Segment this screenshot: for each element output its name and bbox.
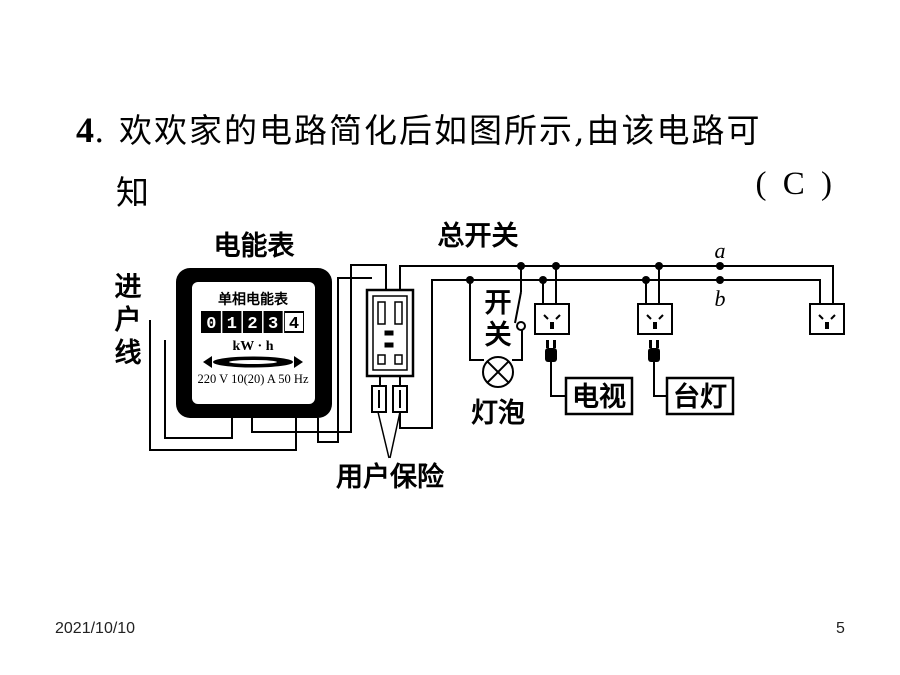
point-a-label: a: [715, 238, 726, 263]
meter-digit-dividers: [220, 311, 285, 333]
main-switch-slot-bottom: [384, 342, 394, 348]
incoming-line-label-3: 线: [115, 338, 142, 369]
meter-last-digit-box: [285, 313, 303, 331]
page-number: 5: [836, 620, 845, 637]
lamp-label: 台灯: [673, 381, 727, 413]
main-switch-label: 总开关: [438, 221, 519, 252]
main-switch-toggle-left: [377, 301, 386, 325]
meter-out-wire-1: [251, 264, 387, 433]
junction-dot: [552, 262, 560, 270]
bulb-icon: [482, 356, 514, 388]
meter-title: 电能表: [214, 230, 295, 262]
question-text: . 欢欢家的电路简化后如图所示,由该电路可: [94, 111, 762, 150]
incoming-line-label-1: 进: [115, 272, 142, 303]
question: 4. 欢欢家的电路简化后如图所示,由该电路可 知 ( C ): [76, 104, 856, 212]
bulb-branch-left: [469, 280, 484, 361]
meter-unit-label: kW · h: [233, 339, 274, 354]
point-a-dot: [716, 262, 724, 270]
meter-digit: 0: [206, 315, 216, 334]
tv-label: 电视: [572, 382, 626, 413]
question-line-2: 知 ( C ): [116, 166, 836, 214]
meter-digit: 3: [268, 315, 278, 334]
junction-dot: [539, 276, 547, 284]
tv-box: [564, 376, 634, 416]
meter-rating-label: 220 V 10(20) A 50 Hz: [198, 372, 309, 386]
energy-meter: 单相电能表 0 1 2 3 4 kW · h 220 V 10(20) A 50…: [176, 268, 332, 418]
tv-plug-icon: [545, 340, 557, 362]
socket-1-body: [534, 303, 570, 335]
footer-date: 2021/10/10: [55, 620, 136, 637]
point-b-label: b: [715, 286, 726, 311]
meter-digit: 2: [247, 315, 257, 334]
meter-digit-last: 4: [289, 315, 299, 334]
question-number: 4: [76, 110, 94, 150]
fuse-label: 用户保险: [336, 461, 445, 493]
junction-dot: [655, 262, 663, 270]
switch-label-2: 关: [485, 320, 512, 351]
meter-digit-box: [201, 311, 304, 333]
socket-2: [637, 303, 673, 335]
socket-1: [534, 303, 570, 335]
tv-cord: [550, 362, 566, 397]
question-line-1: 4. 欢欢家的电路简化后如图所示,由该电路可: [76, 104, 856, 152]
lamp-cord: [653, 362, 667, 397]
junction-dot: [642, 276, 650, 284]
bulb-branch-right: [512, 330, 523, 361]
switch-blade: [514, 291, 522, 324]
incoming-line-label-2: 户: [115, 304, 142, 336]
wires: [149, 264, 834, 451]
answer-bracket: ( C ): [755, 166, 836, 202]
main-switch-slot-top: [384, 330, 394, 336]
user-fuses: [371, 385, 408, 413]
junction-dot: [517, 262, 525, 270]
meter-digit: 1: [227, 315, 237, 334]
main-switch-inner: [372, 295, 408, 371]
lamp-plug-icon: [648, 340, 660, 362]
switch-label-1: 开: [485, 288, 512, 319]
main-switch-slot-right: [394, 354, 403, 365]
fuse-out-wire: [399, 279, 821, 429]
junctions: [466, 262, 724, 284]
fuse-leader-lines: [377, 411, 401, 459]
main-switch-slot-left: [377, 354, 386, 365]
lamp-box: [665, 376, 735, 416]
incoming-wire-outer: [149, 320, 297, 451]
main-switch-toggle-right: [394, 301, 403, 325]
switch-contact-icon: [516, 321, 526, 331]
socket-2-body: [637, 303, 673, 335]
main-switch: [365, 288, 415, 378]
junction-dot: [466, 276, 474, 284]
socket-3-body: [809, 303, 845, 335]
bulb-label: 灯泡: [471, 397, 525, 429]
point-b-dot: [716, 276, 724, 284]
meter-out-wire-2: [317, 277, 372, 443]
switch-out-wire-top: [399, 265, 834, 304]
meter-plate-label: 单相电能表: [218, 291, 289, 308]
incoming-wire-inner: [164, 340, 233, 439]
question-text-continued: 知: [116, 173, 149, 212]
socket-3: [809, 303, 845, 335]
meter-disc-icon: [203, 356, 303, 368]
